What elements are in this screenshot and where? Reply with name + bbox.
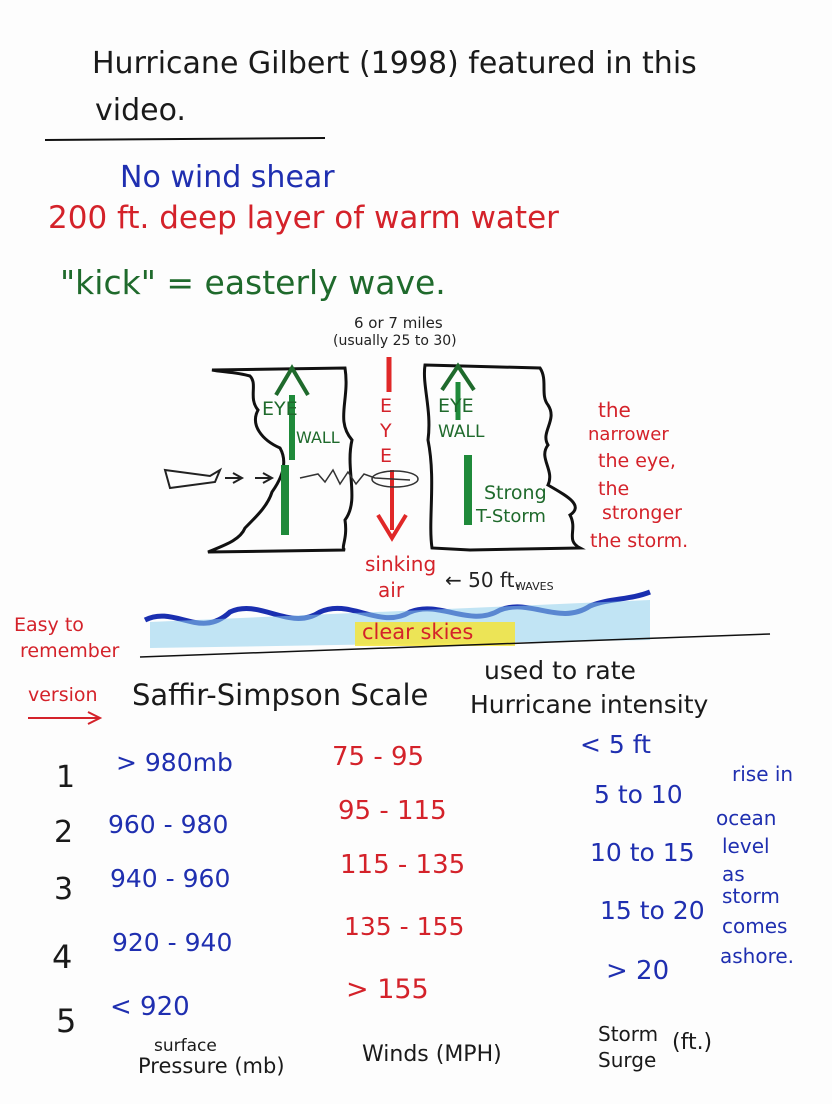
waves-label: WAVES	[515, 580, 554, 593]
eye-width-usual-label: (usually 25 to 30)	[333, 333, 457, 349]
airplane-icon	[163, 467, 223, 490]
category-1: 1	[56, 760, 76, 795]
winds-label: Winds (MPH)	[362, 1042, 502, 1067]
page-title-line-2: video.	[95, 93, 186, 128]
surge-note-6: comes	[722, 914, 788, 938]
eye-letter-3: E	[380, 445, 393, 467]
strong-storm-label-2: T-Storm	[476, 506, 546, 527]
pressure-cat-4: 920 - 940	[112, 928, 233, 957]
eye-width-label: 6 or 7 miles	[354, 314, 443, 332]
pressure-cat-3: 940 - 960	[110, 864, 231, 893]
surge-note-5: storm	[722, 884, 780, 908]
pressure-cat-5: < 920	[110, 992, 190, 1022]
winds-cat-1: 75 - 95	[332, 742, 425, 772]
surge-cat-5: > 20	[606, 956, 670, 986]
side-note-3: version	[28, 684, 98, 706]
pressure-cat-2: 960 - 980	[108, 810, 229, 839]
surge-note-7: ashore.	[720, 944, 795, 968]
section-divider	[139, 633, 771, 658]
condition-warm-water: 200 ft. deep layer of warm water	[48, 200, 559, 236]
turbulence-line	[299, 468, 411, 486]
right-eyewall-label-1: EYE	[438, 395, 474, 417]
right-eyewall-cloud	[422, 363, 586, 552]
eye-note-6: the storm.	[590, 530, 689, 552]
left-eyewall-label-2: WALL	[296, 428, 340, 447]
category-5: 5	[56, 1002, 77, 1040]
surge-note-2: ocean	[716, 806, 777, 830]
clear-skies-highlight	[355, 622, 515, 646]
winds-cat-3: 115 - 135	[340, 850, 466, 880]
sinking-air-label-1: sinking	[365, 552, 437, 576]
flight-arrows	[225, 472, 275, 484]
eye-note-5: stronger	[602, 502, 682, 524]
surge-cat-3: 10 to 15	[590, 838, 695, 867]
category-3: 3	[54, 872, 74, 907]
category-2: 2	[54, 815, 74, 850]
winds-cat-5: > 155	[346, 974, 429, 1005]
surge-label-2: Surge	[598, 1048, 657, 1072]
surge-cat-4: 15 to 20	[600, 896, 705, 925]
eye-note-4: the	[598, 478, 630, 500]
strong-storm-label-1: Strong	[484, 482, 547, 504]
page-title-line-1: Hurricane Gilbert (1998) featured in thi…	[92, 46, 697, 81]
scale-title: Saffir-Simpson Scale	[132, 678, 429, 712]
eye-letter-1: E	[380, 395, 393, 417]
eye-note-3: the eye,	[598, 450, 676, 472]
right-eyewall-label-2: WALL	[438, 422, 485, 442]
surge-cat-1: < 5 ft	[580, 730, 651, 759]
surge-note-3: level	[722, 834, 770, 858]
eye-note-2: narrower	[588, 424, 669, 445]
left-eyewall-label-1: EYE	[262, 398, 298, 420]
scale-subtitle-2: Hurricane intensity	[470, 690, 709, 719]
side-note-1: Easy to	[14, 614, 84, 636]
pressure-label-2: Pressure (mb)	[138, 1054, 285, 1078]
pressure-label-1: surface	[154, 1036, 217, 1056]
surge-label-1: Storm	[598, 1022, 659, 1046]
surge-note-4: as	[722, 862, 745, 886]
winds-cat-4: 135 - 155	[344, 912, 465, 941]
surge-note-1: rise in	[732, 762, 794, 786]
scale-subtitle-1: used to rate	[484, 656, 636, 685]
wave-height-label: ← 50 ft.	[445, 568, 521, 592]
eye-letter-2: Y	[380, 420, 392, 442]
eye-note-1: the	[598, 398, 631, 422]
left-eyewall-cloud	[207, 366, 354, 554]
header-divider	[44, 137, 326, 141]
surge-label-3: (ft.)	[672, 1030, 713, 1055]
side-note-2: remember	[20, 640, 120, 662]
surge-cat-2: 5 to 10	[594, 780, 683, 809]
condition-kick: "kick" = easterly wave.	[60, 263, 446, 302]
version-arrow	[28, 711, 103, 725]
sinking-air-label-2: air	[378, 578, 405, 602]
pressure-cat-1: > 980mb	[116, 748, 233, 777]
clear-skies-label: clear skies	[362, 620, 474, 644]
category-4: 4	[52, 938, 73, 976]
winds-cat-2: 95 - 115	[338, 796, 447, 826]
condition-wind-shear: No wind shear	[120, 160, 335, 195]
